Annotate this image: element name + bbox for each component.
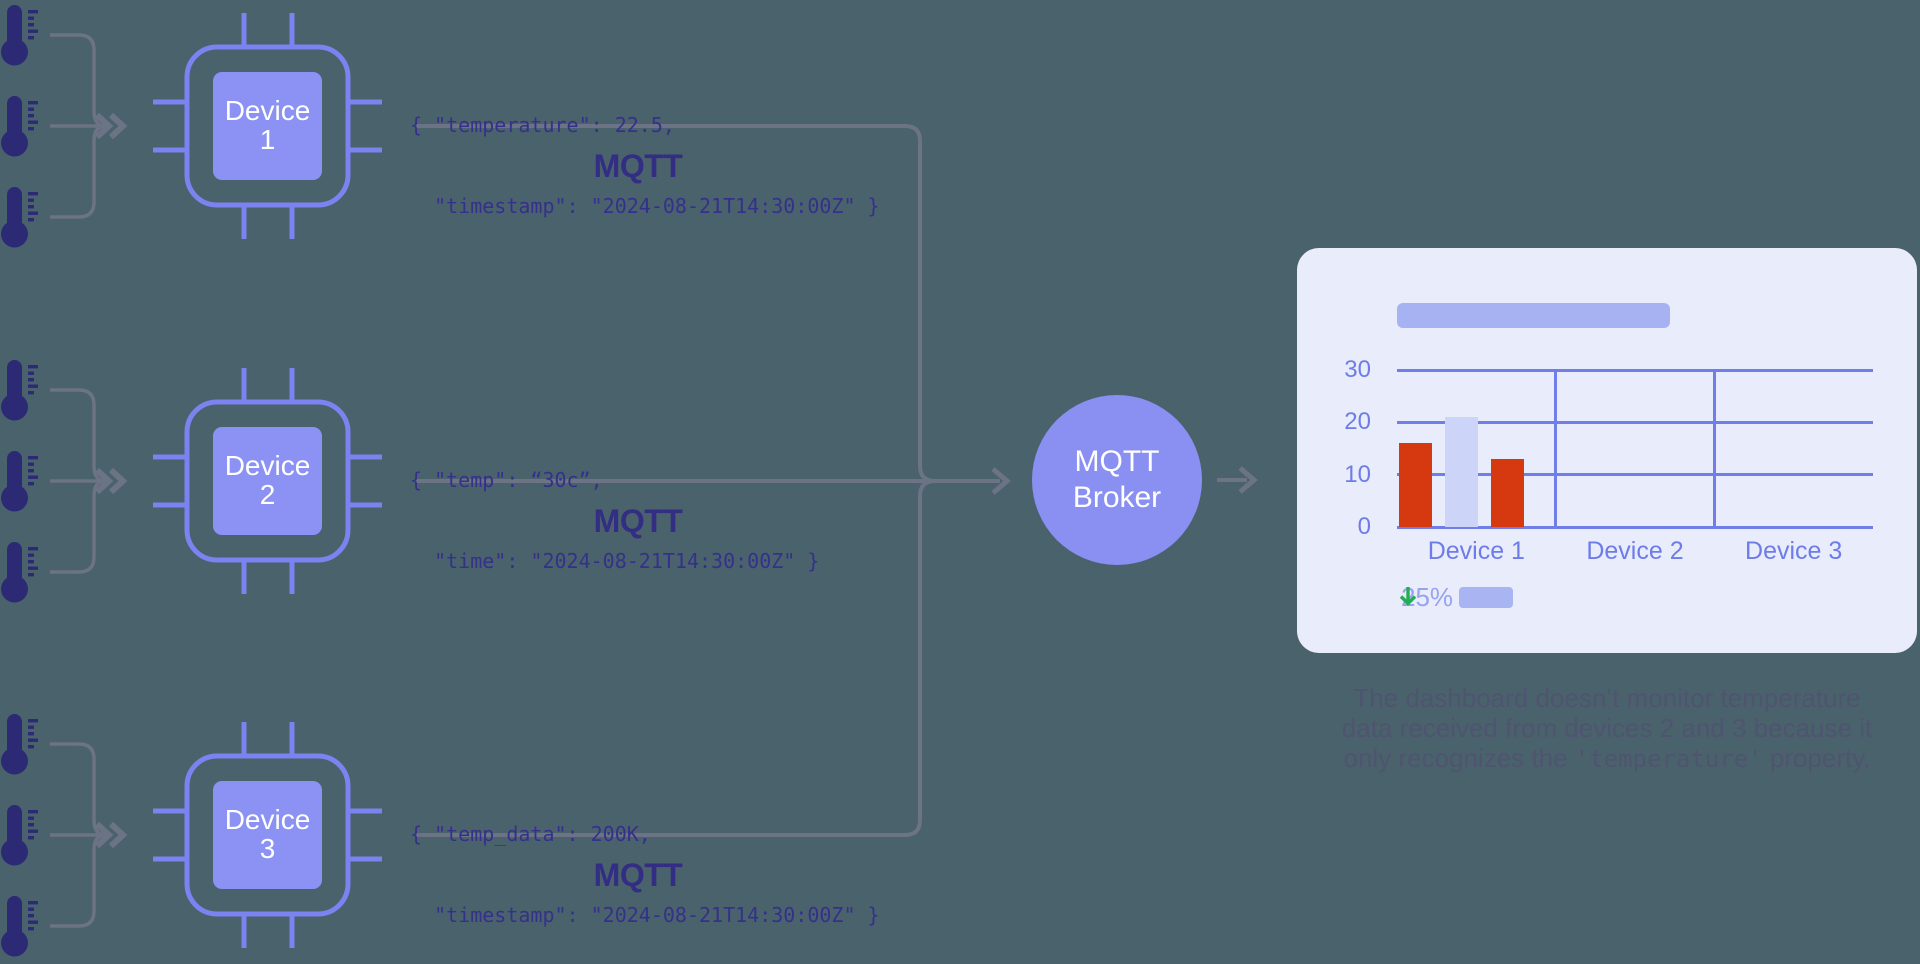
- grid-divider-1: [1554, 370, 1558, 527]
- thermometer-icon: [1, 896, 38, 957]
- caption-line3-code: 'temperature': [1574, 745, 1763, 773]
- caption-line1: The dashboard doesn’t monitor temperatur…: [1353, 683, 1861, 713]
- badge-placeholder-box: [1459, 586, 1514, 608]
- caption-line2: data received from devices 2 and 3 becau…: [1341, 713, 1873, 743]
- payload-line1: { "temp": “30c”,: [410, 468, 603, 492]
- gridline-20: [1397, 420, 1873, 424]
- device-label-line2: 2: [259, 479, 276, 510]
- thermometer-icon: [1, 805, 38, 866]
- device-label-line1: Device: [224, 450, 311, 481]
- x-axis-label-3: Device 3: [1745, 537, 1843, 565]
- x-axis-label-2: Device 2: [1586, 537, 1684, 565]
- mqtt-broker-circle: [1032, 395, 1202, 565]
- device-1-payload: { "temperature": 22.5, "timestamp": "202…: [410, 58, 880, 274]
- thermometer-icon: [1, 360, 38, 421]
- sensor-group-device-2: [1, 360, 123, 603]
- device-label-line1: Device: [224, 95, 311, 126]
- payload-line1: { "temp_data": 200K,: [410, 822, 651, 846]
- sensor-group-device-1: [1, 5, 123, 248]
- broker-label-line2: Broker: [1072, 481, 1162, 514]
- gridline-10: [1397, 473, 1873, 477]
- x-axis-label-1: Device 1: [1427, 537, 1525, 565]
- dashboard-card: 0 10 20 30 Device 1 Device 2 Device 3 25%: [1297, 248, 1917, 653]
- thermometer-icon: [1, 96, 38, 157]
- device-3-label: Device 3: [187, 805, 348, 863]
- device-label-line2: 1: [259, 124, 276, 155]
- thermometer-icon: [1, 714, 38, 775]
- broker-label-line1: MQTT: [1074, 445, 1160, 478]
- device-label-line1: Device: [224, 804, 311, 835]
- payload-line2: "time": "2024-08-21T14:30:00Z" }: [410, 549, 820, 573]
- bar-device1-3: [1491, 458, 1524, 527]
- thermometer-icon: [1, 542, 38, 603]
- thermometer-icon: [1, 187, 38, 248]
- mqtt-label-device-1: MQTT: [593, 148, 683, 184]
- device-2-payload: { "temp": “30c”, "time": "2024-08-21T14:…: [410, 413, 819, 629]
- caption-line3: only recognizes the 'temperature' proper…: [1297, 743, 1917, 774]
- arrowhead-to-broker: [991, 467, 1011, 495]
- y-tick-label-30: 30: [1344, 356, 1371, 383]
- bar-device1-2: [1445, 417, 1478, 527]
- mqtt-connectors: [415, 124, 1011, 837]
- caption-text: The dashboard doesn’t monitor temperatur…: [1297, 683, 1917, 774]
- payload-line2: "timestamp": "2024-08-21T14:30:00Z" }: [410, 194, 880, 218]
- caption-line3-prefix: only recognizes the: [1343, 743, 1575, 773]
- device-2-label: Device 2: [187, 451, 348, 509]
- caption-line3-suffix: property.: [1762, 743, 1871, 773]
- down-arrow-icon: [1399, 587, 1417, 606]
- gridline-0: [1397, 525, 1873, 529]
- chart-title-placeholder: [1397, 303, 1670, 328]
- broker-to-dashboard-arrow: [1217, 466, 1258, 494]
- payload-line2: "timestamp": "2024-08-21T14:30:00Z" }: [410, 903, 880, 927]
- sensor-merge-arrow: [50, 744, 123, 926]
- bar-device1-1: [1399, 443, 1432, 527]
- mqtt-label-device-3: MQTT: [593, 857, 683, 893]
- device-label-line2: 3: [259, 833, 276, 864]
- payload-line1: { "temperature": 22.5,: [410, 113, 675, 137]
- chart-footer-badge: 25%: [1398, 582, 1514, 612]
- bar-chart-plot: Device 1 Device 2 Device 3: [1397, 368, 1873, 565]
- y-tick-label-10: 10: [1344, 460, 1371, 488]
- gridline-30: [1397, 368, 1873, 372]
- y-tick-label-20: 20: [1344, 408, 1371, 436]
- sensor-group-device-3: [1, 714, 123, 957]
- y-tick-label-0: 0: [1357, 513, 1371, 540]
- sensor-merge-arrow: [50, 35, 123, 217]
- mqtt-label-device-2: MQTT: [593, 503, 683, 539]
- device-3-payload: { "temp_data": 200K, "timestamp": "2024-…: [410, 767, 880, 964]
- thermometer-icon: [1, 5, 38, 66]
- grid-divider-2: [1712, 370, 1716, 527]
- thermometer-icon: [1, 451, 38, 512]
- sensor-merge-arrow: [50, 390, 123, 572]
- mqtt-broker-label: MQTT Broker: [1032, 444, 1202, 516]
- device-1-label: Device 1: [187, 96, 348, 154]
